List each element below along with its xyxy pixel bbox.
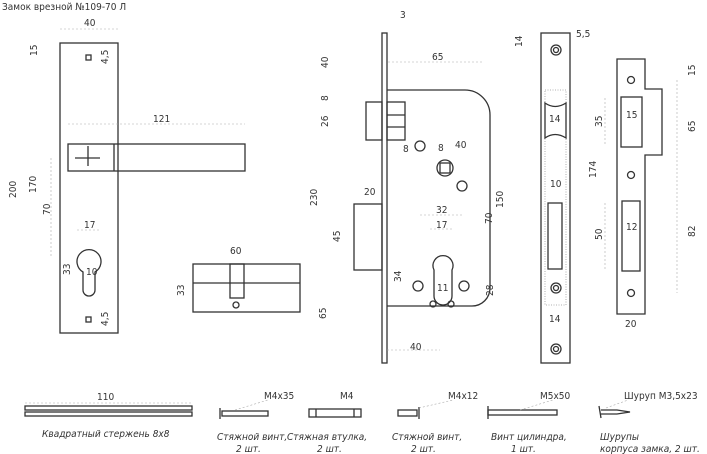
lock-body-view: 3 40 65 8 26 8 8 40 230 20 45 32 17 70 1… — [309, 10, 506, 364]
lever-length: 121 — [153, 114, 170, 125]
lock-keyhole-height: 34 — [393, 270, 404, 282]
lock-slot-width: 11 — [437, 283, 448, 294]
body-height: 150 — [495, 191, 506, 208]
diag-distance: 40 — [455, 140, 467, 151]
bottom-offset: 65 — [318, 308, 329, 319]
part-dim: Шуруп М3,5х23 — [624, 391, 698, 402]
part-caption: Стяжная втулка, — [287, 432, 367, 443]
bottom-margin: 28 — [485, 284, 496, 296]
hole-dia: 8 — [403, 144, 409, 155]
faceplate-latch-width: 14 — [549, 114, 561, 125]
faceplate-screw-dia: 5,5 — [576, 29, 590, 40]
lock-keyhole-width: 17 — [436, 220, 447, 231]
part-screw-m4x35: М4х35 Стяжной винт, 2 шт. — [217, 391, 294, 454]
handle-hole-bottom: 4,5 — [100, 312, 111, 326]
part-caption-qty: 1 шт. — [511, 444, 536, 454]
part-screw-m5x50: М5х50 Винт цилиндра, 1 шт. — [487, 391, 571, 454]
strike-latch-height: 35 — [594, 116, 605, 127]
part-caption: Шурупы — [600, 432, 639, 443]
strike-latch-width: 15 — [626, 110, 637, 121]
handle-total-height: 200 — [8, 181, 19, 198]
lock-center-distance: 70 — [484, 212, 495, 224]
lock-total-height: 230 — [309, 189, 320, 206]
part-screw-m4x12: М4х12 Стяжной винт, 2 шт. — [392, 391, 478, 454]
drawing-title: Замок врезной №109-70 Л — [2, 2, 126, 13]
faceplate-bolt-width: 10 — [550, 179, 562, 190]
part-caption-qty: корпуса замка, 2 шт. — [600, 444, 700, 454]
faceplate-width: 14 — [549, 314, 561, 325]
part-wood-screw: Шуруп М3,5х23 Шурупы корпуса замка, 2 шт… — [598, 391, 700, 454]
strike-plate-view: 15 12 35 15 65 174 50 82 20 — [588, 58, 698, 330]
strike-width: 20 — [625, 319, 637, 330]
strike-top-offset: 15 — [687, 65, 698, 76]
part-sleeve-m4: М4 Стяжная втулка, 2 шт. — [287, 391, 367, 454]
handle-view: 40 15 4,5 4,5 121 200 170 70 17 33 10 — [8, 18, 246, 334]
part-spindle: 110 Квадратный стержень 8х8 — [24, 392, 193, 440]
part-caption: Винт цилиндра, — [491, 432, 567, 443]
cyl-backset: 40 — [410, 342, 422, 353]
part-dim: М4 — [340, 391, 354, 402]
part-caption: Квадратный стержень 8х8 — [42, 429, 170, 440]
handle-slot-width: 10 — [86, 267, 98, 278]
screw-spacing: 32 — [436, 205, 447, 216]
handle-width: 40 — [84, 18, 96, 29]
handle-holes-spacing: 170 — [28, 176, 39, 193]
bolt-throw: 20 — [364, 187, 376, 198]
gap: 8 — [320, 95, 331, 101]
handle-center-distance: 70 — [42, 203, 53, 215]
part-caption-qty: 2 шт. — [317, 444, 342, 454]
top-margin: 40 — [320, 56, 331, 68]
faceplate-view: 5,5 14 14 10 14 — [514, 29, 590, 364]
strike-bolt-width: 12 — [626, 222, 637, 233]
faceplate-thickness: 3 — [400, 10, 406, 21]
strike-total-height: 174 — [588, 161, 599, 178]
handle-top-offset: 15 — [29, 45, 40, 56]
strike-bolt-height: 50 — [594, 228, 605, 240]
latch-height: 26 — [320, 115, 331, 127]
bolt-height: 45 — [332, 231, 343, 242]
handle-hole-top: 4,5 — [100, 50, 111, 64]
part-dim: М4х12 — [448, 391, 478, 402]
strike-tab-length: 65 — [687, 121, 698, 132]
faceplate-top-offset: 14 — [514, 35, 525, 47]
handle-keyhole-height: 33 — [62, 264, 73, 275]
spindle-size: 8 — [438, 143, 444, 154]
part-caption-qty: 2 шт. — [236, 444, 261, 454]
backset: 65 — [432, 52, 443, 63]
part-dim: М4х35 — [264, 391, 294, 402]
cylinder-height: 33 — [176, 285, 187, 296]
part-dim: 110 — [97, 392, 114, 403]
cylinder-view: 60 33 — [176, 246, 301, 313]
part-dim: М5х50 — [540, 391, 571, 402]
cylinder-length: 60 — [230, 246, 242, 257]
part-caption: Стяжной винт, — [392, 432, 462, 443]
part-caption: Стяжной винт, — [217, 432, 287, 443]
strike-spacing: 82 — [687, 226, 698, 237]
part-caption-qty: 2 шт. — [411, 444, 436, 454]
handle-keyhole-width: 17 — [84, 220, 95, 231]
